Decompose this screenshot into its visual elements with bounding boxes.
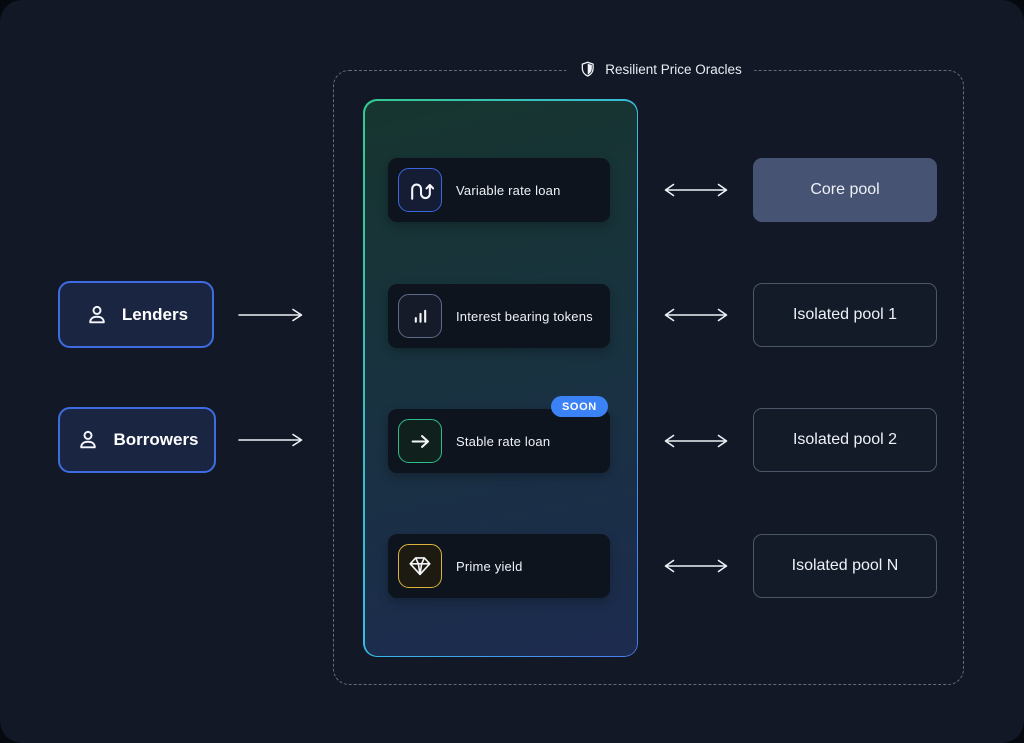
actor-label: Lenders	[121, 304, 189, 324]
right-arrow-icon	[237, 307, 307, 323]
product-interest-bearing-tokens[interactable]: Interest bearing tokens	[388, 284, 610, 348]
actor-label: Borrowers	[113, 430, 199, 449]
product-label: Prime yield	[456, 558, 523, 574]
isolated-pool-n-box[interactable]: Isolated pool N	[753, 534, 937, 598]
double-arrow-icon	[662, 558, 730, 574]
core-pool-box[interactable]: Core pool	[753, 158, 937, 222]
product-stable-rate-loan[interactable]: Stable rate loan	[388, 409, 610, 473]
product-label: Stable rate loan	[456, 433, 551, 449]
oracle-label-text: Resilient Price Oracles	[605, 62, 742, 77]
pool-label: Isolated pool N	[791, 557, 899, 574]
soon-badge: SOON	[551, 396, 608, 417]
isolated-pool-1-box[interactable]: Isolated pool 1	[753, 283, 937, 347]
isolated-pool-2-box[interactable]: Isolated pool 2	[753, 408, 937, 472]
person-icon	[84, 302, 110, 328]
shield-half-icon	[578, 60, 597, 79]
double-arrow-icon	[662, 182, 730, 198]
oracle-label: Resilient Price Oracles	[566, 58, 754, 81]
wave-arrow-icon	[398, 168, 442, 212]
lenders-box[interactable]: Lenders	[58, 281, 214, 348]
bar-chart-icon	[398, 294, 442, 338]
double-arrow-icon	[662, 433, 730, 449]
double-arrow-icon	[662, 307, 730, 323]
gem-icon	[398, 544, 442, 588]
person-icon	[75, 427, 101, 453]
product-label: Interest bearing tokens	[456, 308, 593, 324]
product-prime-yield[interactable]: Prime yield	[388, 534, 610, 598]
pool-label: Core pool	[810, 181, 880, 198]
arrow-right-icon	[398, 419, 442, 463]
pool-label: Isolated pool 2	[792, 431, 898, 448]
pool-label: Isolated pool 1	[792, 306, 898, 323]
product-variable-rate-loan[interactable]: Variable rate loan	[388, 158, 610, 222]
borrowers-box[interactable]: Borrowers	[58, 407, 216, 473]
product-label: Variable rate loan	[456, 182, 561, 198]
right-arrow-icon	[237, 432, 307, 448]
